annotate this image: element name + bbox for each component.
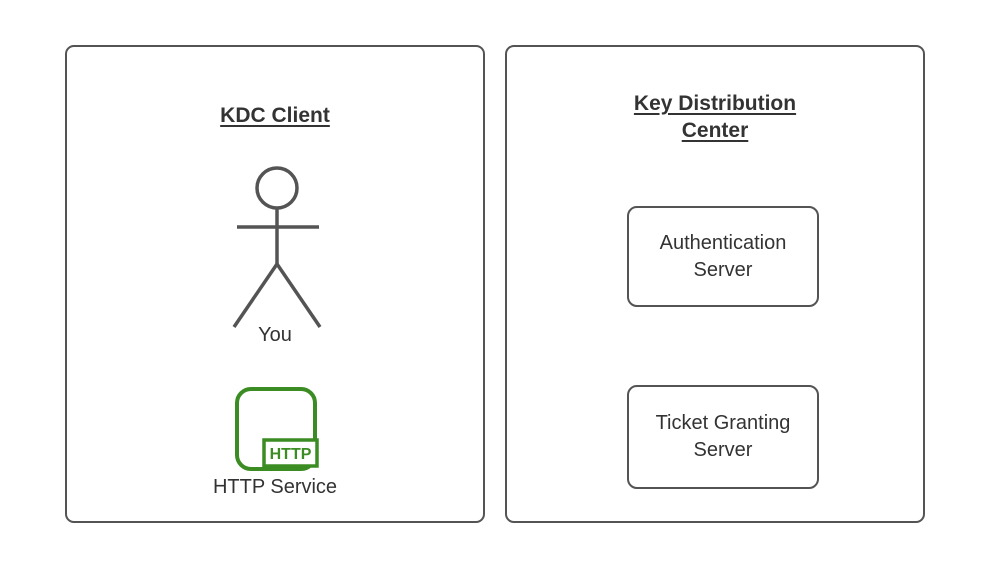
actor-right-leg: [275, 263, 322, 328]
http-badge-label: HTTP: [270, 446, 312, 463]
http-badge-shape: [262, 438, 319, 468]
key-distribution-center-panel: Key Distribution Center Authentication S…: [505, 45, 925, 523]
kdc-client-panel-title: KDC Client: [220, 104, 330, 127]
ticket-granting-server-label: Ticket Granting Server: [655, 412, 791, 461]
http-service-icon: HTTP: [235, 387, 319, 471]
actor-head: [255, 166, 299, 210]
http-service-label: HTTP Service: [212, 476, 338, 498]
key-distribution-center-title: Key Distribution Center: [633, 92, 797, 142]
authentication-server-label: Authentication Server: [659, 231, 787, 281]
actor-label: You: [258, 324, 292, 346]
node-ticket-granting-server: Ticket Granting Server: [627, 385, 819, 489]
node-authentication-server: Authentication Server: [627, 206, 819, 307]
kdc-client-panel: KDC Client You HTTP HTTP Service: [65, 45, 485, 523]
stick-figure-icon: [232, 166, 322, 328]
actor-left-leg: [232, 263, 279, 328]
